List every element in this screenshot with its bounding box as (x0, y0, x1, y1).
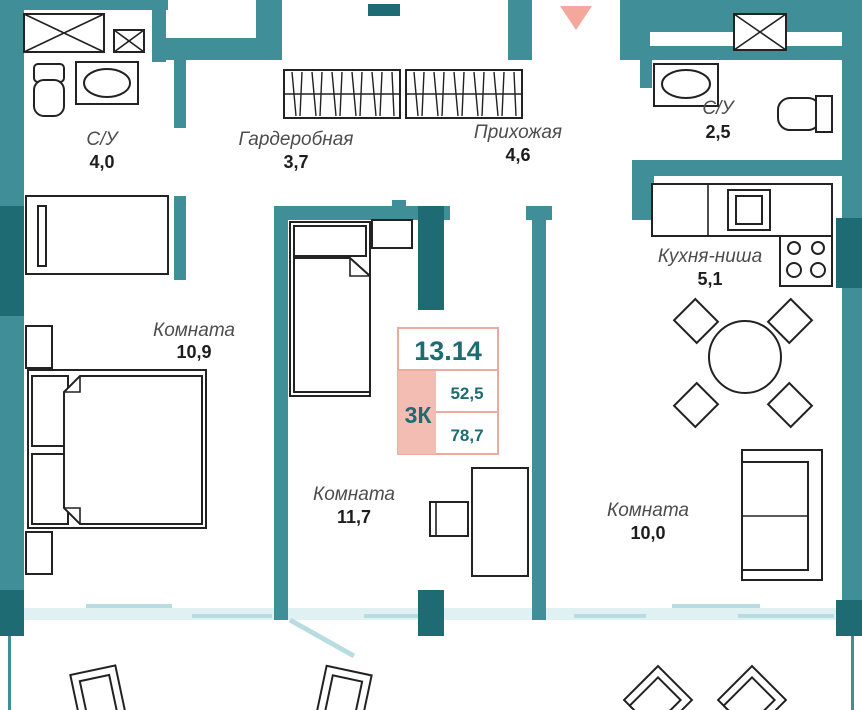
room-area-bathroom-2: 2,5 (705, 122, 730, 142)
bathtub-icon (25, 195, 169, 275)
balcony-chairs (69, 664, 788, 710)
living-area: 52,5 (450, 384, 483, 403)
sink-icon (75, 61, 139, 105)
chair-icon (672, 297, 814, 429)
room-area-bathroom-1: 4,0 (89, 152, 114, 172)
apartment-badge: 13.14 3К 52,5 78,7 (397, 327, 499, 455)
room-name-hallway: Прихожая (474, 122, 562, 143)
apartment-code: 13.14 (414, 336, 482, 366)
room-name-bathroom-1: С/У (86, 129, 119, 150)
room-name-room-3: Комната (607, 500, 689, 521)
bed-icon-2 (25, 325, 207, 575)
table-icon (708, 320, 782, 394)
chair-icon-2 (429, 501, 469, 537)
room-area-hallway: 4,6 (505, 145, 530, 165)
nightstand (371, 219, 413, 249)
kitchen-counter (651, 183, 833, 287)
wardrobe-icon (283, 69, 523, 119)
room-name-bathroom-2: С/У (702, 98, 735, 119)
total-area: 78,7 (450, 426, 483, 445)
sink-icon-2 (653, 63, 719, 107)
vent-shafts (23, 13, 787, 53)
apartment-type: 3К (405, 402, 433, 428)
room-name-room-1: Комната (153, 320, 235, 341)
room-area-kitchen: 5,1 (697, 269, 722, 289)
desk-icon (471, 467, 529, 577)
room-name-room-2: Комната (313, 484, 395, 505)
sofa-icon (741, 449, 823, 581)
entrance-arrow-icon (560, 6, 592, 30)
room-labels: С/У 4,0 Гардеробная 3,7 Прихожая 4,6 С/У… (86, 98, 762, 543)
toilet-icon (33, 63, 65, 117)
room-area-room-3: 10,0 (630, 523, 665, 543)
room-area-room-1: 10,9 (176, 342, 211, 362)
room-area-wardrobe: 3,7 (283, 152, 308, 172)
room-area-room-2: 11,7 (337, 507, 371, 527)
stove-icon (779, 235, 833, 287)
bed-icon (289, 221, 371, 397)
room-name-wardrobe: Гардеробная (239, 129, 354, 150)
windows (24, 604, 836, 659)
room-name-kitchen: Кухня-ниша (658, 246, 762, 267)
toilet-icon-2 (777, 95, 833, 133)
